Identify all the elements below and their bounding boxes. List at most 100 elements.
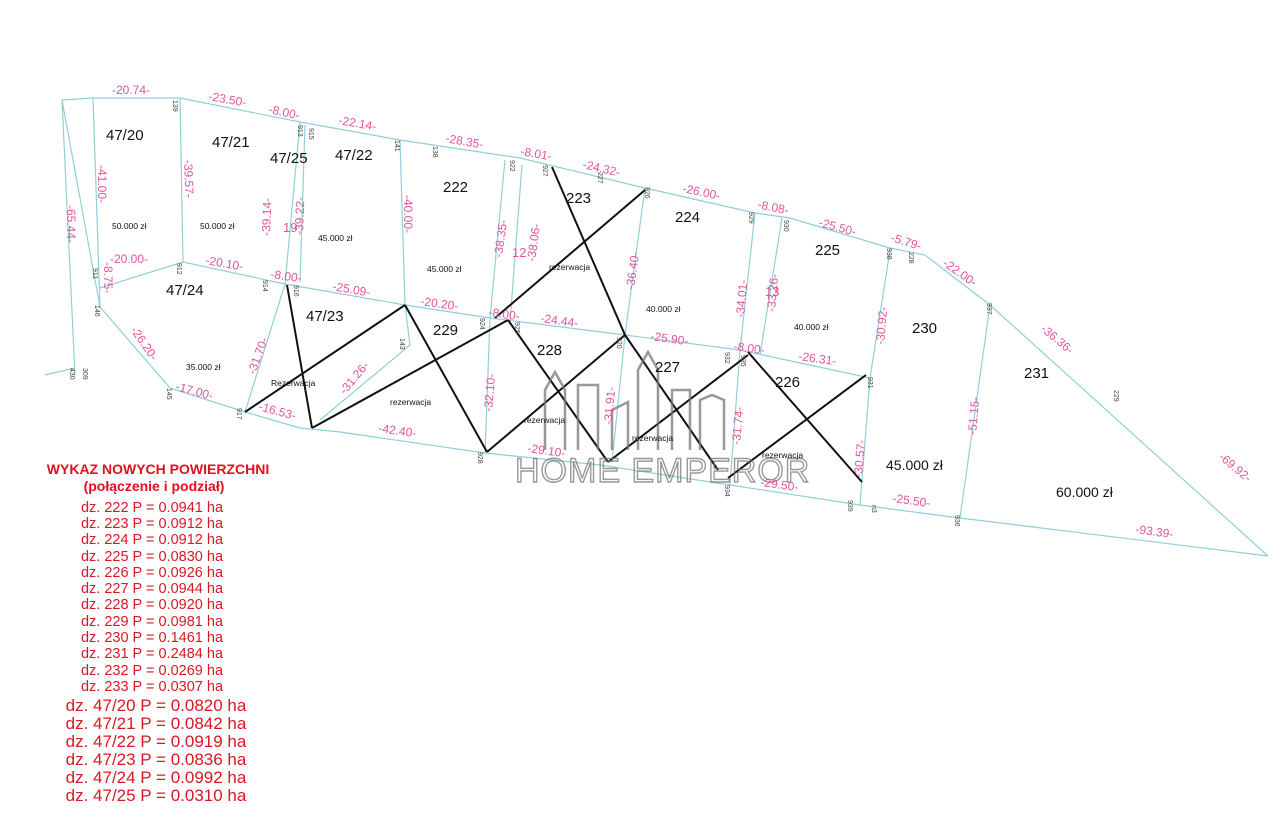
area-legend: WYKAZ NOWYCH POWIERZCHNI (połączenie i p… [47,461,269,805]
point-label: 931 [866,377,873,389]
legend-row: dz. 229 P = 0.0981 ha [81,614,224,630]
point-label: 146 [93,305,100,317]
dimension-label: -8.01- [519,144,552,163]
dimension-label: -41.00- [95,165,109,203]
reservation-line [311,319,509,429]
point-label: 913 [296,125,303,137]
dimension-label: -23.50- [207,89,247,109]
boundary-line [44,367,76,376]
reservation-line [244,304,406,413]
parcel-boundaries [44,97,1269,557]
dimension-label: -40.00- [401,195,415,233]
legend-row: dz. 227 P = 0.0944 ha [81,581,224,597]
point-label: 912 [175,263,182,275]
dimension-label: -5.79- [889,230,923,253]
point-label: 309 [81,368,88,380]
dimension-label: -38.35- [491,219,510,259]
point-label: 139 [171,100,178,112]
dimension-label: -33.26- [764,273,781,312]
point-label: 911 [91,268,98,279]
reservation-label: rezerwacja [762,450,803,460]
dimension-label: -31.91- [601,386,618,425]
boundary-line [509,164,523,323]
point-label: 927 [541,165,548,177]
point-label: 914 [261,280,268,292]
dimension-label: -25.50- [817,215,857,238]
boundary-line [959,304,991,519]
price-label: 45.000 zł [318,233,353,243]
reservation-line [551,166,626,336]
dimension-label: -69.92- [1216,450,1254,485]
dimension-label: -32.10- [481,373,498,412]
point-label: 935 [739,355,746,367]
point-label: 936 [953,515,960,527]
legend-row: dz. 228 P = 0.0920 ha [81,597,224,613]
dimension-label: -25.50- [892,491,932,510]
legend-row: dz. 225 P = 0.0830 ha [81,549,224,565]
boundary-line [319,139,411,421]
point-label: 928 [476,452,483,464]
parcel-label: 226 [775,374,800,391]
boundary-line [759,217,783,356]
dimension-label: -24.44- [540,311,580,330]
dimension-label: -17.00- [174,379,214,402]
home-emperor-watermark: HOME EMPEROR [514,349,810,491]
dimension-label: -30.92- [873,306,890,345]
dimension-label: -20.74- [112,83,150,97]
parcel-label: 223 [566,190,591,207]
point-label: 227 [596,172,603,184]
point-label: 916 [292,285,299,297]
dimension-label: -8.00- [488,305,521,323]
legend-row: dz. 47/25 P = 0.0310 ha [66,786,247,805]
dimension-label: -38.06- [524,223,543,263]
dimension-label: -65.44- [64,205,78,243]
watermark-text: HOME EMPEROR [515,452,810,490]
parcel-label: 225 [815,242,840,259]
point-label: 229 [1112,390,1119,402]
legend-row: dz. 233 P = 0.0307 ha [81,679,224,695]
reservation-line [727,374,867,479]
point-label: 932 [723,352,730,364]
parcel-label: 47/24 [166,282,204,299]
dimension-label: -26.20- [128,324,161,363]
red-number: 13 [765,284,779,299]
point-label: 430 [68,368,75,380]
legend-row: dz. 232 P = 0.0269 ha [81,663,224,679]
parcel-label: 47/25 [270,150,308,167]
south-boundary [61,99,1269,557]
legend-row: dz. 224 P = 0.0912 ha [81,532,224,548]
dimension-label: -20.20- [420,294,460,313]
dimension-label: -25.09- [331,279,371,299]
dimension-label: -8.75- [101,262,115,293]
dimension-label: -25.90- [650,329,690,348]
dimension-label: -42.40- [378,421,418,440]
reservation-label: Rezerwacja [271,378,316,388]
price-label: 35.000 zł [186,362,221,372]
point-label: 145 [165,388,172,400]
boundary-line [92,97,101,308]
parcel-labels: 47/20 47/21 47/25 47/22 222 223 224 225 … [106,127,1049,391]
dimension-label: -22.00- [940,256,979,289]
dimension-label: -36.40- [623,251,642,291]
dimension-label: -39.22- [292,197,307,235]
parcel-label: 222 [443,179,468,196]
parcel-label: 228 [537,342,562,359]
reservation-label: rezerwacja [524,415,565,425]
parcel-label: 231 [1024,365,1049,382]
boundary-line [299,124,306,283]
parcel-label: 47/22 [335,147,373,164]
legend-row: dz. 47/22 P = 0.0919 ha [66,732,247,751]
reservation-label: rezerwacja [632,433,673,443]
point-label: 141 [393,140,400,152]
parcel-label: 224 [675,209,700,226]
price-label: 60.000 zł [1056,484,1114,500]
point-label: n3 [870,505,877,513]
dimension-label: -36.36- [1038,322,1076,357]
dimension-label: -26.00- [681,181,721,203]
dimension-label: -26.31- [798,349,838,368]
survey-point-labels: 139 913 915 141 138 922 927 227 926 929 … [68,100,1119,527]
dimension-label: -31.70- [245,336,271,377]
dimension-label: -51.15- [965,396,982,435]
legend-title: WYKAZ NOWYCH POWIERZCHNI [47,461,269,477]
